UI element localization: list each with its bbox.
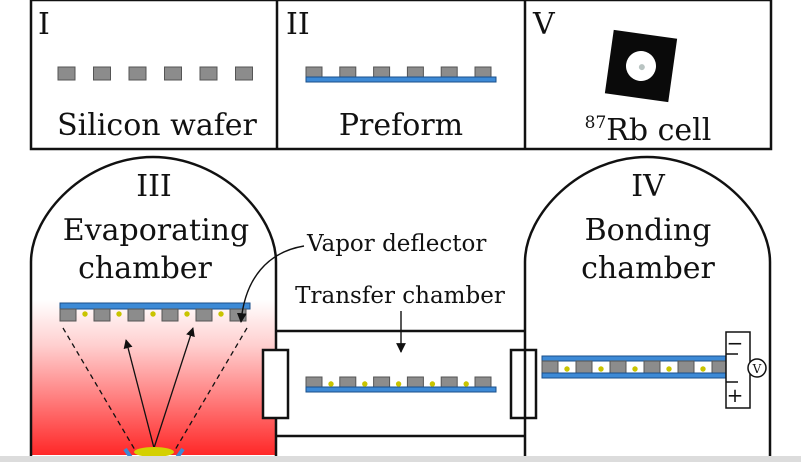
wafer-segment — [93, 308, 111, 322]
bonding-chamber-outline — [523, 155, 772, 460]
wafer-segment — [127, 308, 145, 322]
bond-label-line1: Bonding — [585, 213, 712, 248]
top-glass — [541, 355, 731, 362]
wafer-segment — [93, 66, 111, 81]
bottom-strip — [0, 456, 801, 462]
left-gate-valve — [261, 348, 290, 420]
evap-label-line2: chamber — [78, 251, 212, 286]
rubidium-droplet — [82, 311, 88, 317]
vapor-ray-right — [153, 327, 195, 449]
rubidium-droplet — [564, 366, 570, 372]
wafer-segment — [677, 360, 695, 374]
bonding-chamber: IV Bonding chamber − + V — [523, 155, 772, 460]
wafer-segment — [339, 376, 357, 389]
panel-2-caption: Preform — [339, 108, 463, 143]
evaporating-chamber-outline — [29, 155, 278, 460]
glass-substrate — [305, 386, 497, 393]
evap-label-line1: Evaporating — [63, 213, 249, 248]
rubidium-droplet — [150, 311, 156, 317]
rb-cell-photo — [604, 29, 678, 103]
bond-label-line2: chamber — [581, 251, 715, 286]
evaporating-chamber: III Evaporating chamber — [29, 155, 278, 461]
panel-silicon-wafer: I Silicon wafer — [38, 7, 258, 143]
bond-numeral: IV — [631, 169, 666, 204]
silicon-wafer-segments — [57, 66, 253, 81]
evap-numeral: III — [136, 169, 172, 204]
rubidium-droplet — [328, 381, 334, 387]
wafer-segment — [474, 66, 492, 79]
voltmeter-label: V — [752, 362, 762, 376]
wafer-segment — [440, 376, 458, 389]
wafer-segment — [373, 66, 391, 79]
rubidium-droplet — [218, 311, 224, 317]
wafer-segment — [161, 308, 179, 322]
heat-glow — [31, 300, 276, 455]
rubidium-droplet — [598, 366, 604, 372]
panel-5-caption-superscript: 87 — [585, 113, 607, 133]
wafer-segment — [541, 360, 559, 374]
wafer-segment — [609, 360, 627, 374]
rubidium-droplet — [116, 311, 122, 317]
panel-5-numeral: V — [532, 7, 556, 42]
wafer-segment — [440, 66, 458, 79]
wafer-segment — [474, 376, 492, 389]
wafer-segment — [305, 376, 323, 389]
top-panels: I Silicon wafer II Preform V 87Rb cell — [29, 0, 773, 151]
panel-1-caption: Silicon wafer — [57, 108, 257, 143]
wafer-segment — [575, 360, 593, 374]
vapor-deflector-arrow — [236, 245, 305, 323]
rubidium-droplet — [700, 366, 706, 372]
rubidium-droplet — [395, 381, 402, 387]
wafer-segment — [164, 66, 182, 81]
bottom-glass — [541, 372, 731, 379]
wafer-segment — [128, 66, 147, 81]
rb-cell-center — [638, 64, 645, 71]
right-gate-valve — [509, 348, 538, 420]
glass-substrate — [59, 302, 251, 310]
panel-rb-cell: V 87Rb cell — [532, 7, 711, 148]
rubidium-droplet — [666, 366, 672, 372]
panel-5-caption-main: Rb cell — [606, 113, 711, 148]
wafer-segment — [59, 308, 77, 322]
rubidium-droplet — [184, 311, 190, 317]
wafer-segment — [406, 66, 424, 79]
wafer-segment — [229, 308, 247, 322]
panel-5-caption: 87Rb cell — [585, 113, 712, 148]
preform-wafer — [305, 66, 497, 83]
transfer-wafer — [305, 376, 497, 393]
transfer-chamber-label: Transfer chamber — [295, 283, 505, 309]
panel-2-numeral: II — [286, 7, 310, 42]
wafer-segment — [643, 360, 661, 374]
glass-substrate — [305, 76, 497, 83]
wafer-segment — [199, 66, 218, 81]
vapor-deflector-label: Vapor deflector — [306, 231, 486, 257]
wafer-segment — [373, 376, 391, 389]
vapor-cone-right — [174, 327, 248, 451]
wafer-segment — [195, 308, 213, 322]
rubidium-droplet — [632, 366, 638, 372]
rubidium-droplet — [429, 381, 436, 387]
wafer-segment — [406, 376, 424, 389]
wafer-segment — [235, 66, 253, 81]
evap-wafer-assembly — [59, 302, 251, 322]
vapor-cone-left — [62, 327, 136, 451]
rubidium-source — [134, 447, 174, 457]
bonded-stack — [541, 355, 731, 379]
rubidium-droplet — [463, 381, 469, 387]
voltmeter-icon — [747, 358, 767, 378]
panel-1-numeral: I — [38, 7, 50, 42]
bonding-circuit: − + V — [725, 331, 767, 409]
circuit-minus: − — [727, 331, 744, 355]
rubidium-droplet — [362, 381, 368, 387]
panel-preform: II Preform — [286, 7, 497, 143]
circuit-plus: + — [727, 383, 744, 407]
wafer-segment — [57, 66, 76, 81]
top-panels-frame — [29, 0, 773, 151]
wafer-segment — [305, 66, 323, 79]
wafer-segment — [339, 66, 357, 79]
transfer-chamber: Transfer chamber — [261, 283, 538, 438]
vapor-ray-left — [123, 339, 155, 449]
